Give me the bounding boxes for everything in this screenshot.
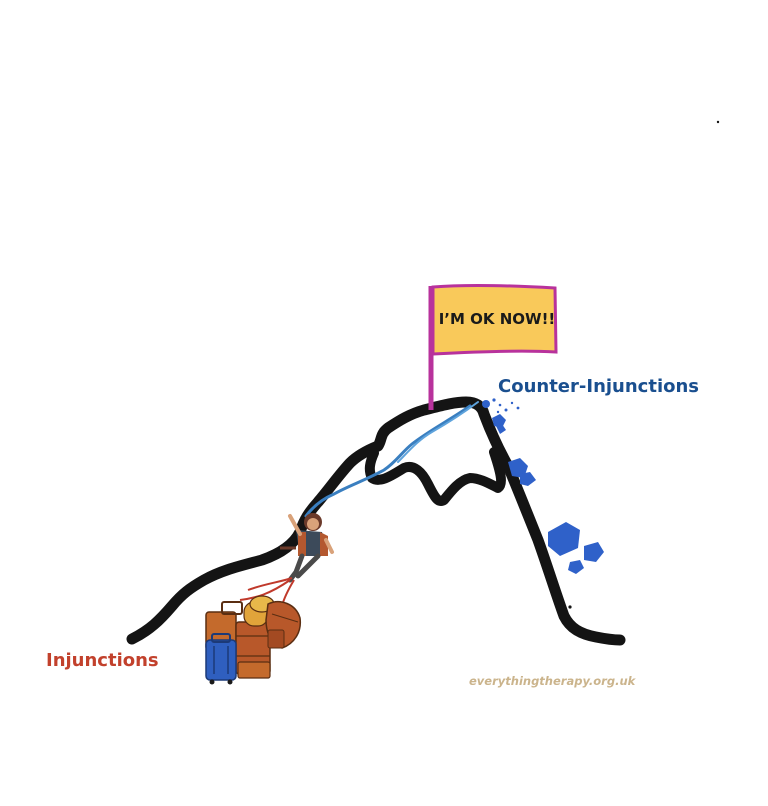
falling-rocks-icon [482, 398, 604, 609]
climbing-rope [304, 404, 472, 518]
speck [716, 120, 720, 124]
flag-cloth [431, 283, 558, 356]
flag-text: I’M OK NOW!! [439, 310, 556, 328]
watermark-text: everythingtherapy.org.uk [469, 674, 637, 688]
mountain-outline [126, 396, 626, 646]
mountain-inner-ridge [364, 447, 506, 506]
counter-injunctions-label: Counter-Injunctions [498, 376, 699, 397]
climbing-rope-second [397, 401, 479, 463]
summit-flag: I’M OK NOW!! [428, 283, 558, 410]
climber-figure-icon [280, 513, 334, 583]
injunctions-label: Injunctions [46, 650, 159, 671]
luggage-pile-icon [205, 595, 302, 685]
